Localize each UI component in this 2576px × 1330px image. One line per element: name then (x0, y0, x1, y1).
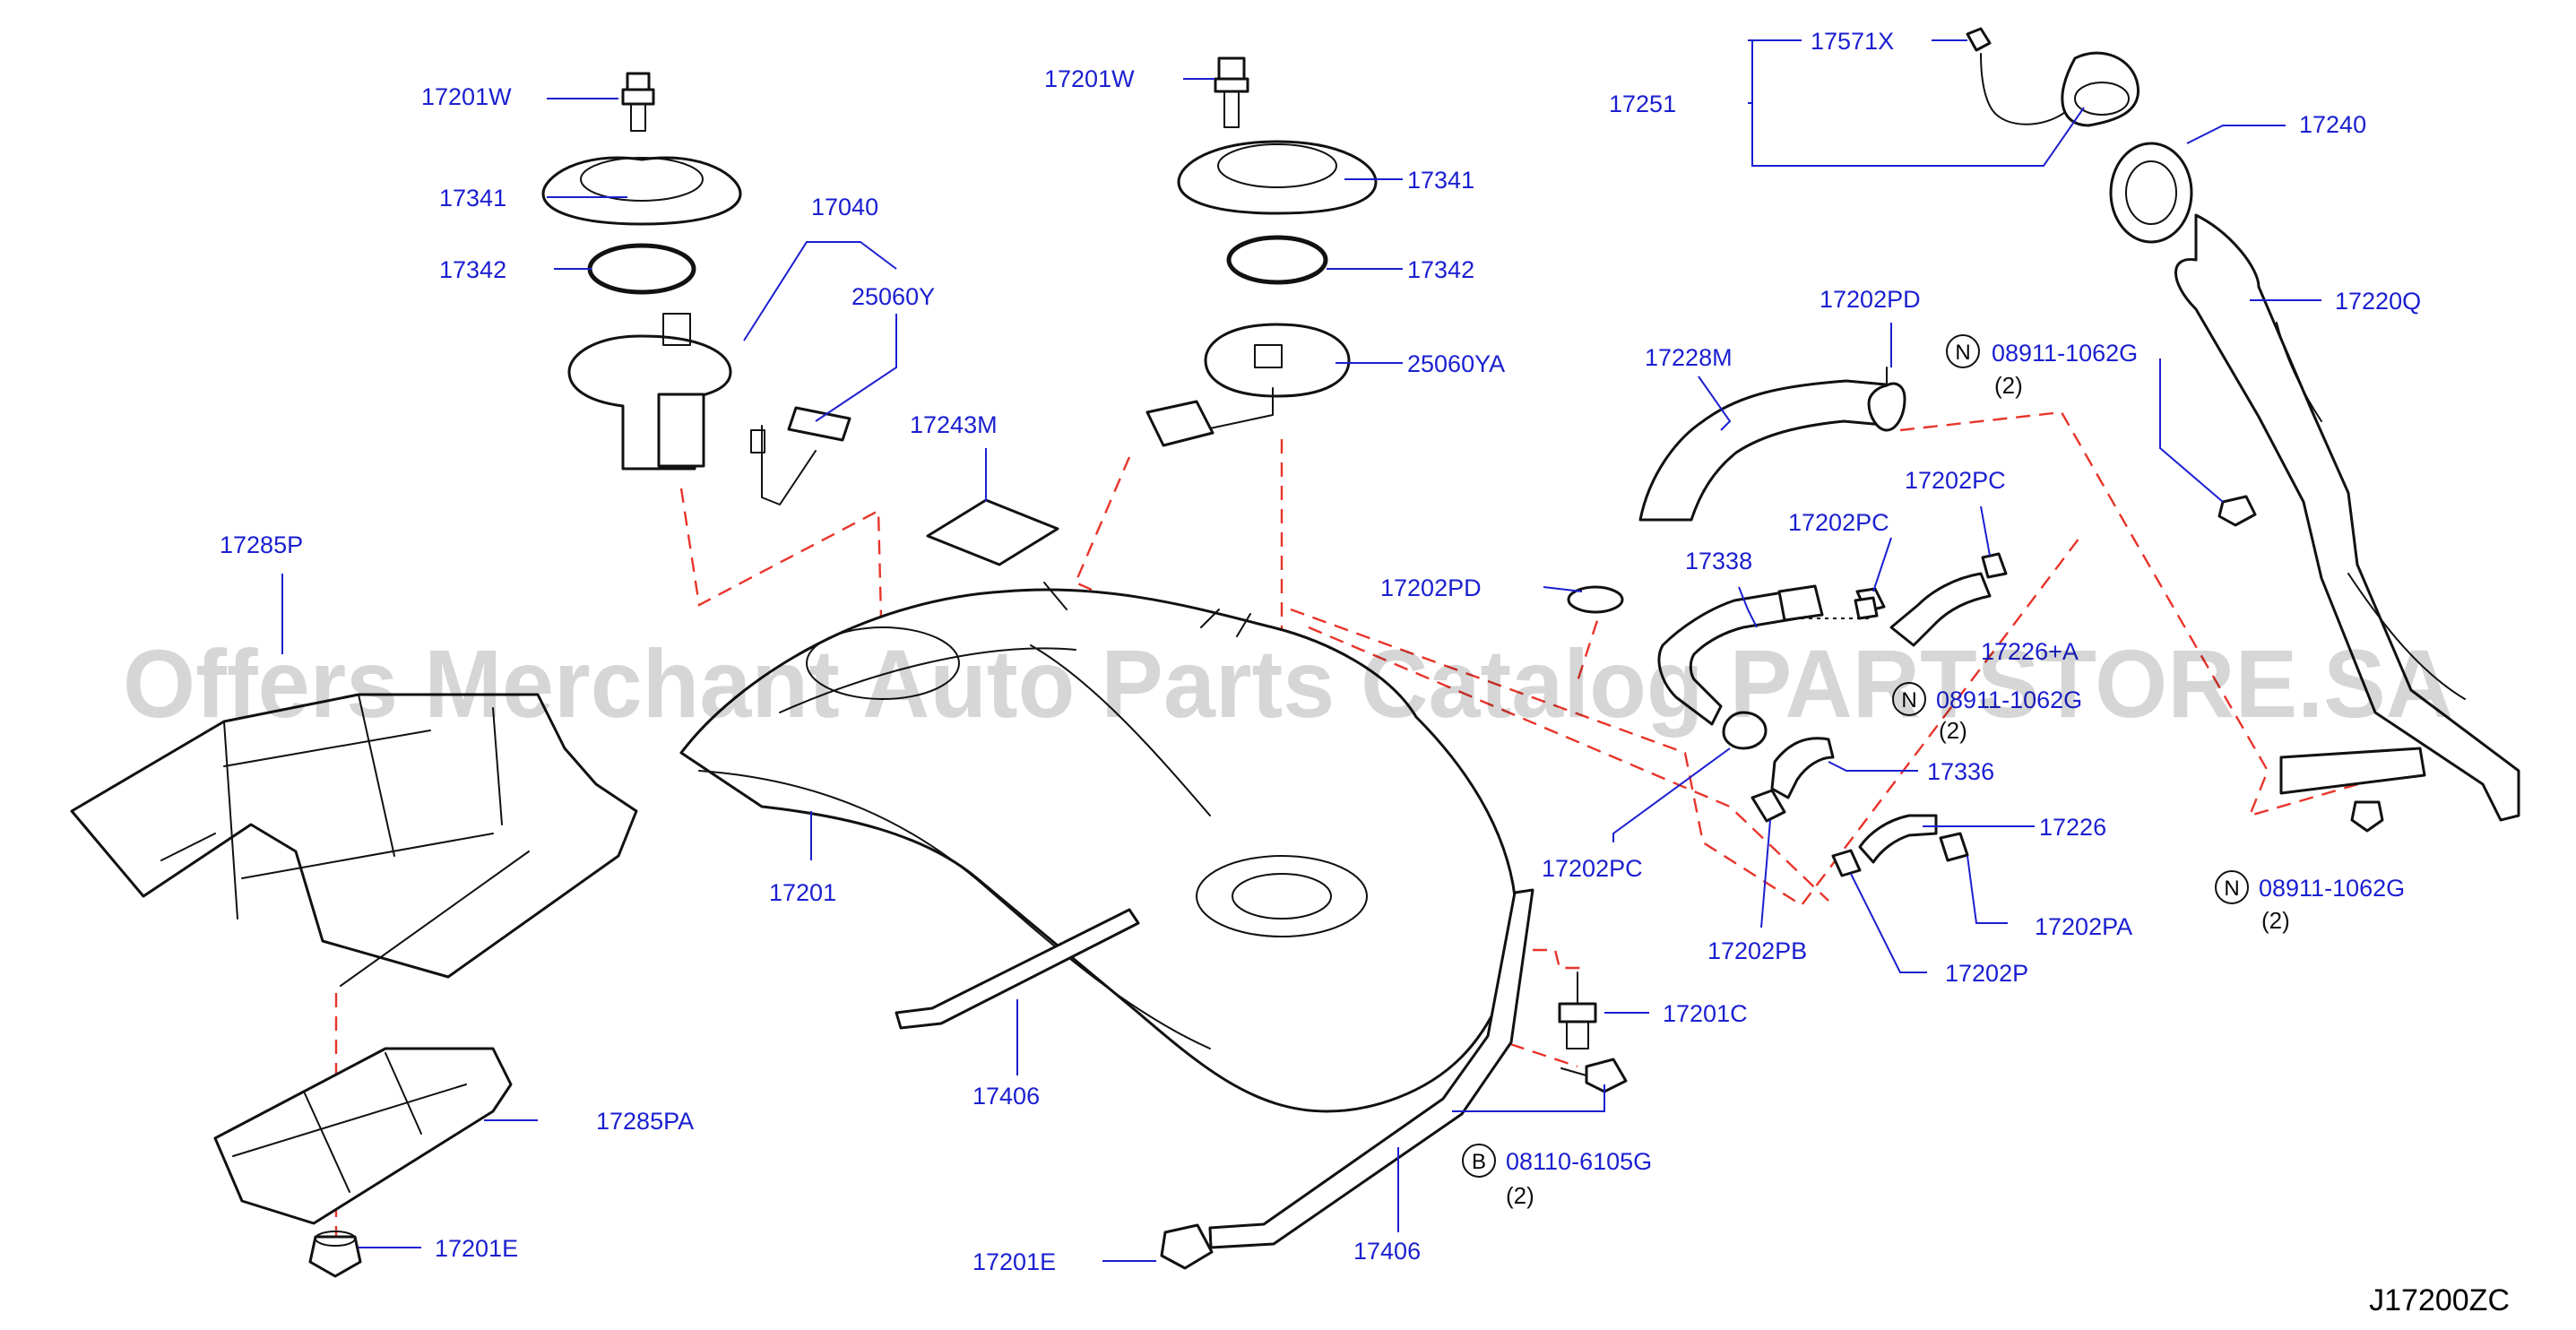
diagram-code: J17200ZC (2369, 1283, 2510, 1317)
label-17202P: 17202P (1945, 960, 2028, 987)
bolt-17201W-mid (1214, 56, 1249, 128)
circle-marker-b: B (1462, 1144, 1496, 1178)
fuel-gauge-sender-25060Y (750, 406, 851, 505)
label-17201W-mid: 17201W (1044, 65, 1135, 92)
part-labels: 17201W 17341 17342 17040 25060Y 17201W 1… (220, 28, 2421, 1275)
o-ring-17342-left (587, 243, 696, 295)
label-17338: 17338 (1685, 548, 1752, 574)
label-17406-b: 17406 (1353, 1238, 1421, 1265)
retainer-ring-17341-left (541, 156, 742, 226)
label-17201E-left: 17201E (435, 1235, 518, 1262)
pad-17243M (926, 498, 1059, 566)
strap-17406-a (895, 908, 1140, 1030)
hose-17226-upper (1889, 572, 1992, 647)
label-17202PD-top: 17202PD (1820, 286, 1921, 313)
qty-08911-bot: (2) (2261, 907, 2290, 934)
label-17202PC-b: 17202PC (1905, 467, 2006, 494)
nut-08911-top (2217, 495, 2257, 527)
svg-text:N: N (1901, 688, 1916, 712)
label-17228M: 17228M (1645, 344, 1733, 371)
clip-17202PC-a (1854, 596, 1879, 620)
label-17240: 17240 (2299, 111, 2366, 138)
label-17226: 17226 (2039, 814, 2106, 841)
label-25060Y: 25060Y (851, 283, 935, 310)
watermark: Offers Merchant Auto Parts Catalog PARTS… (123, 629, 2453, 738)
label-17202PC-c: 17202PC (1542, 855, 1643, 882)
filler-cap-tether-17571X (1966, 27, 2071, 125)
label-17336: 17336 (1927, 758, 1994, 785)
nut-08911-bot (2350, 800, 2384, 833)
hose-17336 (1770, 737, 1835, 799)
clip-17202PA (1939, 832, 1969, 862)
protector-17285PA (213, 1047, 513, 1225)
label-08110-6105G: 08110-6105G (1506, 1148, 1652, 1175)
label-17341-mid: 17341 (1407, 167, 1474, 194)
label-17201E-mid: 17201E (972, 1248, 1056, 1275)
label-17201C: 17201C (1663, 1000, 1748, 1027)
label-17202PC-a: 17202PC (1788, 509, 1889, 536)
filler-cap-17251 (2061, 51, 2139, 127)
bolt-17201C (1558, 972, 1597, 1049)
svg-text:N: N (2224, 877, 2239, 901)
label-17040: 17040 (811, 194, 878, 220)
label-17285PA: 17285PA (596, 1108, 694, 1135)
fuel-tank-17201 (679, 582, 1518, 1113)
nut-17201E-mid (1160, 1223, 1214, 1270)
fuel-gauge-sender-25060YA (1145, 323, 1351, 447)
label-17201W-left: 17201W (421, 83, 512, 110)
svg-text:N: N (1955, 341, 1970, 365)
label-25060YA: 25060YA (1407, 350, 1505, 377)
label-08911-bot: 08911-1062G (2259, 875, 2405, 902)
label-17202PD-mid: 17202PD (1380, 574, 1482, 601)
filler-tube-17220Q (2174, 213, 2520, 822)
label-17202PB: 17202PB (1707, 937, 1807, 964)
clip-17202PC-c (1722, 711, 1768, 750)
label-17406-a: 17406 (972, 1083, 1040, 1110)
label-17342-mid: 17342 (1407, 256, 1474, 283)
qty-08911-mid: (2) (1939, 717, 1967, 744)
qty-08911-top: (2) (1994, 372, 2023, 399)
circle-marker-n-top: N (1946, 334, 1980, 368)
clip-17202PB (1750, 789, 1786, 823)
clip-17202PD-mid (1567, 585, 1624, 614)
label-17201: 17201 (769, 879, 836, 906)
circle-marker-n-mid: N (1892, 682, 1926, 716)
retainer-ring-17341-mid (1177, 140, 1378, 215)
hose-17226-lower (1858, 814, 1938, 864)
label-17243M: 17243M (910, 411, 998, 438)
label-17341-left: 17341 (439, 185, 506, 212)
label-17285P: 17285P (220, 531, 303, 558)
tube-17338 (1657, 584, 1824, 726)
hose-17228M (1638, 379, 1897, 522)
bolt-08110-6105G (1560, 1058, 1628, 1093)
label-17251: 17251 (1609, 91, 1676, 117)
nut-17201E-left (308, 1231, 362, 1278)
circle-marker-n-bot: N (2215, 870, 2249, 904)
o-ring-17342-mid (1226, 235, 1328, 285)
clip-17202PD-top (1867, 367, 1906, 432)
fuel-pump-17040 (567, 313, 732, 471)
qty-08110-6105G: (2) (1506, 1182, 1534, 1209)
label-08911-mid: 08911-1062G (1936, 687, 2082, 713)
filler-neck-ring-17240 (2109, 142, 2193, 244)
label-17202PA: 17202PA (2035, 913, 2132, 940)
label-17220Q: 17220Q (2335, 288, 2421, 315)
label-17226-hidden: 17226+A (1981, 638, 2079, 665)
label-17342-left: 17342 (439, 256, 506, 283)
leader-lines (281, 39, 2321, 1262)
heat-insulator-17285P (70, 693, 638, 987)
strap-17406-b (1208, 888, 1534, 1249)
svg-text:B: B (1472, 1150, 1486, 1174)
clip-17202P (1831, 849, 1862, 877)
bolt-17201W-left (621, 72, 655, 132)
label-17571X: 17571X (1811, 28, 1894, 55)
label-08911-top: 08911-1062G (1992, 340, 2138, 367)
